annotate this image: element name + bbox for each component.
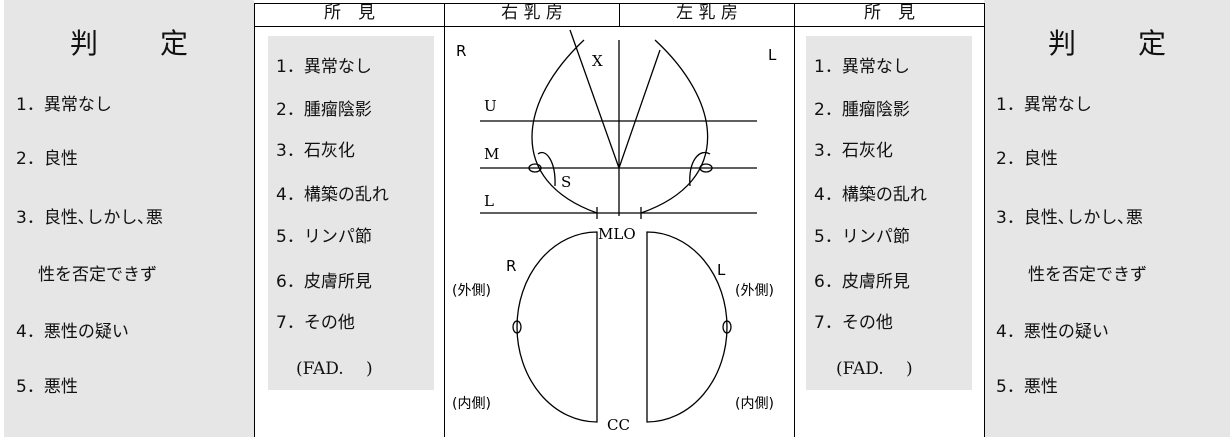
right-judgment-item: 1．異常なし (996, 95, 1092, 115)
cc-right-breast (516, 231, 598, 423)
mlo-left-breast-outline (640, 39, 709, 214)
findings-left-item: 5．リンパ節 (276, 227, 372, 247)
mlo-label-m: M (484, 145, 499, 163)
findings-right-item: 6．皮膚所見 (814, 272, 910, 292)
right-judgment-title: 判定 (1047, 27, 1167, 60)
cc-inner-right: (内側) (735, 396, 774, 412)
findings-left-item: 2．腫瘤陰影 (276, 100, 372, 120)
findings-left-item: 1．異常なし (276, 57, 372, 77)
mlo-label-x: X (592, 52, 603, 70)
left-judgment-item: 5．悪性 (16, 377, 78, 397)
cc-outer-right: (外側) (735, 283, 774, 299)
cc-label-r: R (506, 257, 516, 275)
findings-left-item: 4．構築の乱れ (276, 185, 389, 205)
breast-diagram: R L X U M L S MLO R L (外側) (外側) (内側) (内側… (452, 29, 777, 434)
findings-left-panel (268, 36, 434, 390)
findings-right-item: 7．その他 (814, 313, 893, 333)
header-right-breast: 右 乳 房 (501, 3, 563, 23)
cc-left-breast (646, 231, 728, 423)
findings-left-item: 6．皮膚所見 (276, 272, 372, 292)
mlo-label-lo: L (484, 192, 494, 210)
left-judgment-item: 1．異常なし (16, 95, 112, 115)
right-judgment-item: 2．良性 (996, 149, 1058, 169)
left-judgment-item: 性を否定できず (38, 265, 157, 285)
findings-right-item: 1．異常なし (814, 57, 910, 77)
mlo-label-l: L (768, 46, 777, 64)
right-judgment-item: 4．悪性の疑い (996, 322, 1109, 342)
breast-divider (619, 3, 620, 26)
findings-right-item: 2．腫瘤陰影 (814, 100, 910, 120)
left-judgment-item: 4．悪性の疑い (16, 322, 129, 342)
left-judgment-item: 2．良性 (16, 149, 78, 169)
left-judgment-item: 3．良性､しかし､悪 (16, 208, 163, 228)
diagram-right-border (794, 3, 795, 437)
left-judgment-panel: 判定 1．異常なし 2．良性 3．良性､しかし､悪 性を否定できず 4．悪性の疑… (4, 0, 254, 437)
mlo-s-curve (537, 151, 556, 187)
left-judgment-border (254, 3, 255, 437)
header-findings-left: 所 見 (324, 3, 375, 23)
mlo-label-u: U (484, 97, 497, 115)
mlo-right-breast-outline (531, 39, 598, 214)
header-left-breast: 左 乳 房 (676, 3, 738, 23)
findings-right-item: 3．石灰化 (814, 141, 893, 161)
cc-inner-left: (内側) (452, 396, 491, 412)
findings-right-item: (FAD. ) (836, 359, 913, 379)
left-judgment-title: 判定 (69, 27, 189, 60)
mlo-caption: MLO (598, 225, 636, 243)
findings-left-item: 3．石灰化 (276, 141, 355, 161)
header-bottom-border (254, 26, 984, 27)
cc-label-l: L (717, 261, 726, 279)
findings-right-panel (806, 36, 972, 390)
right-judgment-item: 5．悪性 (996, 377, 1058, 397)
findings-left-item: (FAD. ) (296, 359, 373, 379)
mlo-x-line-right (569, 29, 620, 169)
cc-caption: CC (607, 416, 630, 434)
findings-left-item: 7．その他 (276, 313, 355, 333)
findings-right-item: 5．リンパ節 (814, 227, 910, 247)
cc-outer-left: (外側) (452, 283, 491, 299)
header-findings-right: 所 見 (864, 3, 915, 23)
right-judgment-item: 性を否定できず (1028, 265, 1147, 285)
mlo-label-s: S (561, 173, 571, 191)
right-judgment-panel: 判定 1．異常なし 2．良性 3．良性､しかし､悪 性を否定できず 4．悪性の疑… (984, 0, 1230, 437)
right-judgment-border (984, 3, 985, 437)
findings-left-border (444, 3, 445, 437)
mlo-x-line-left (618, 49, 661, 169)
right-judgment-item: 3．良性､しかし､悪 (996, 208, 1143, 228)
mlo-label-r: R (456, 42, 466, 60)
findings-right-item: 4．構築の乱れ (814, 185, 927, 205)
